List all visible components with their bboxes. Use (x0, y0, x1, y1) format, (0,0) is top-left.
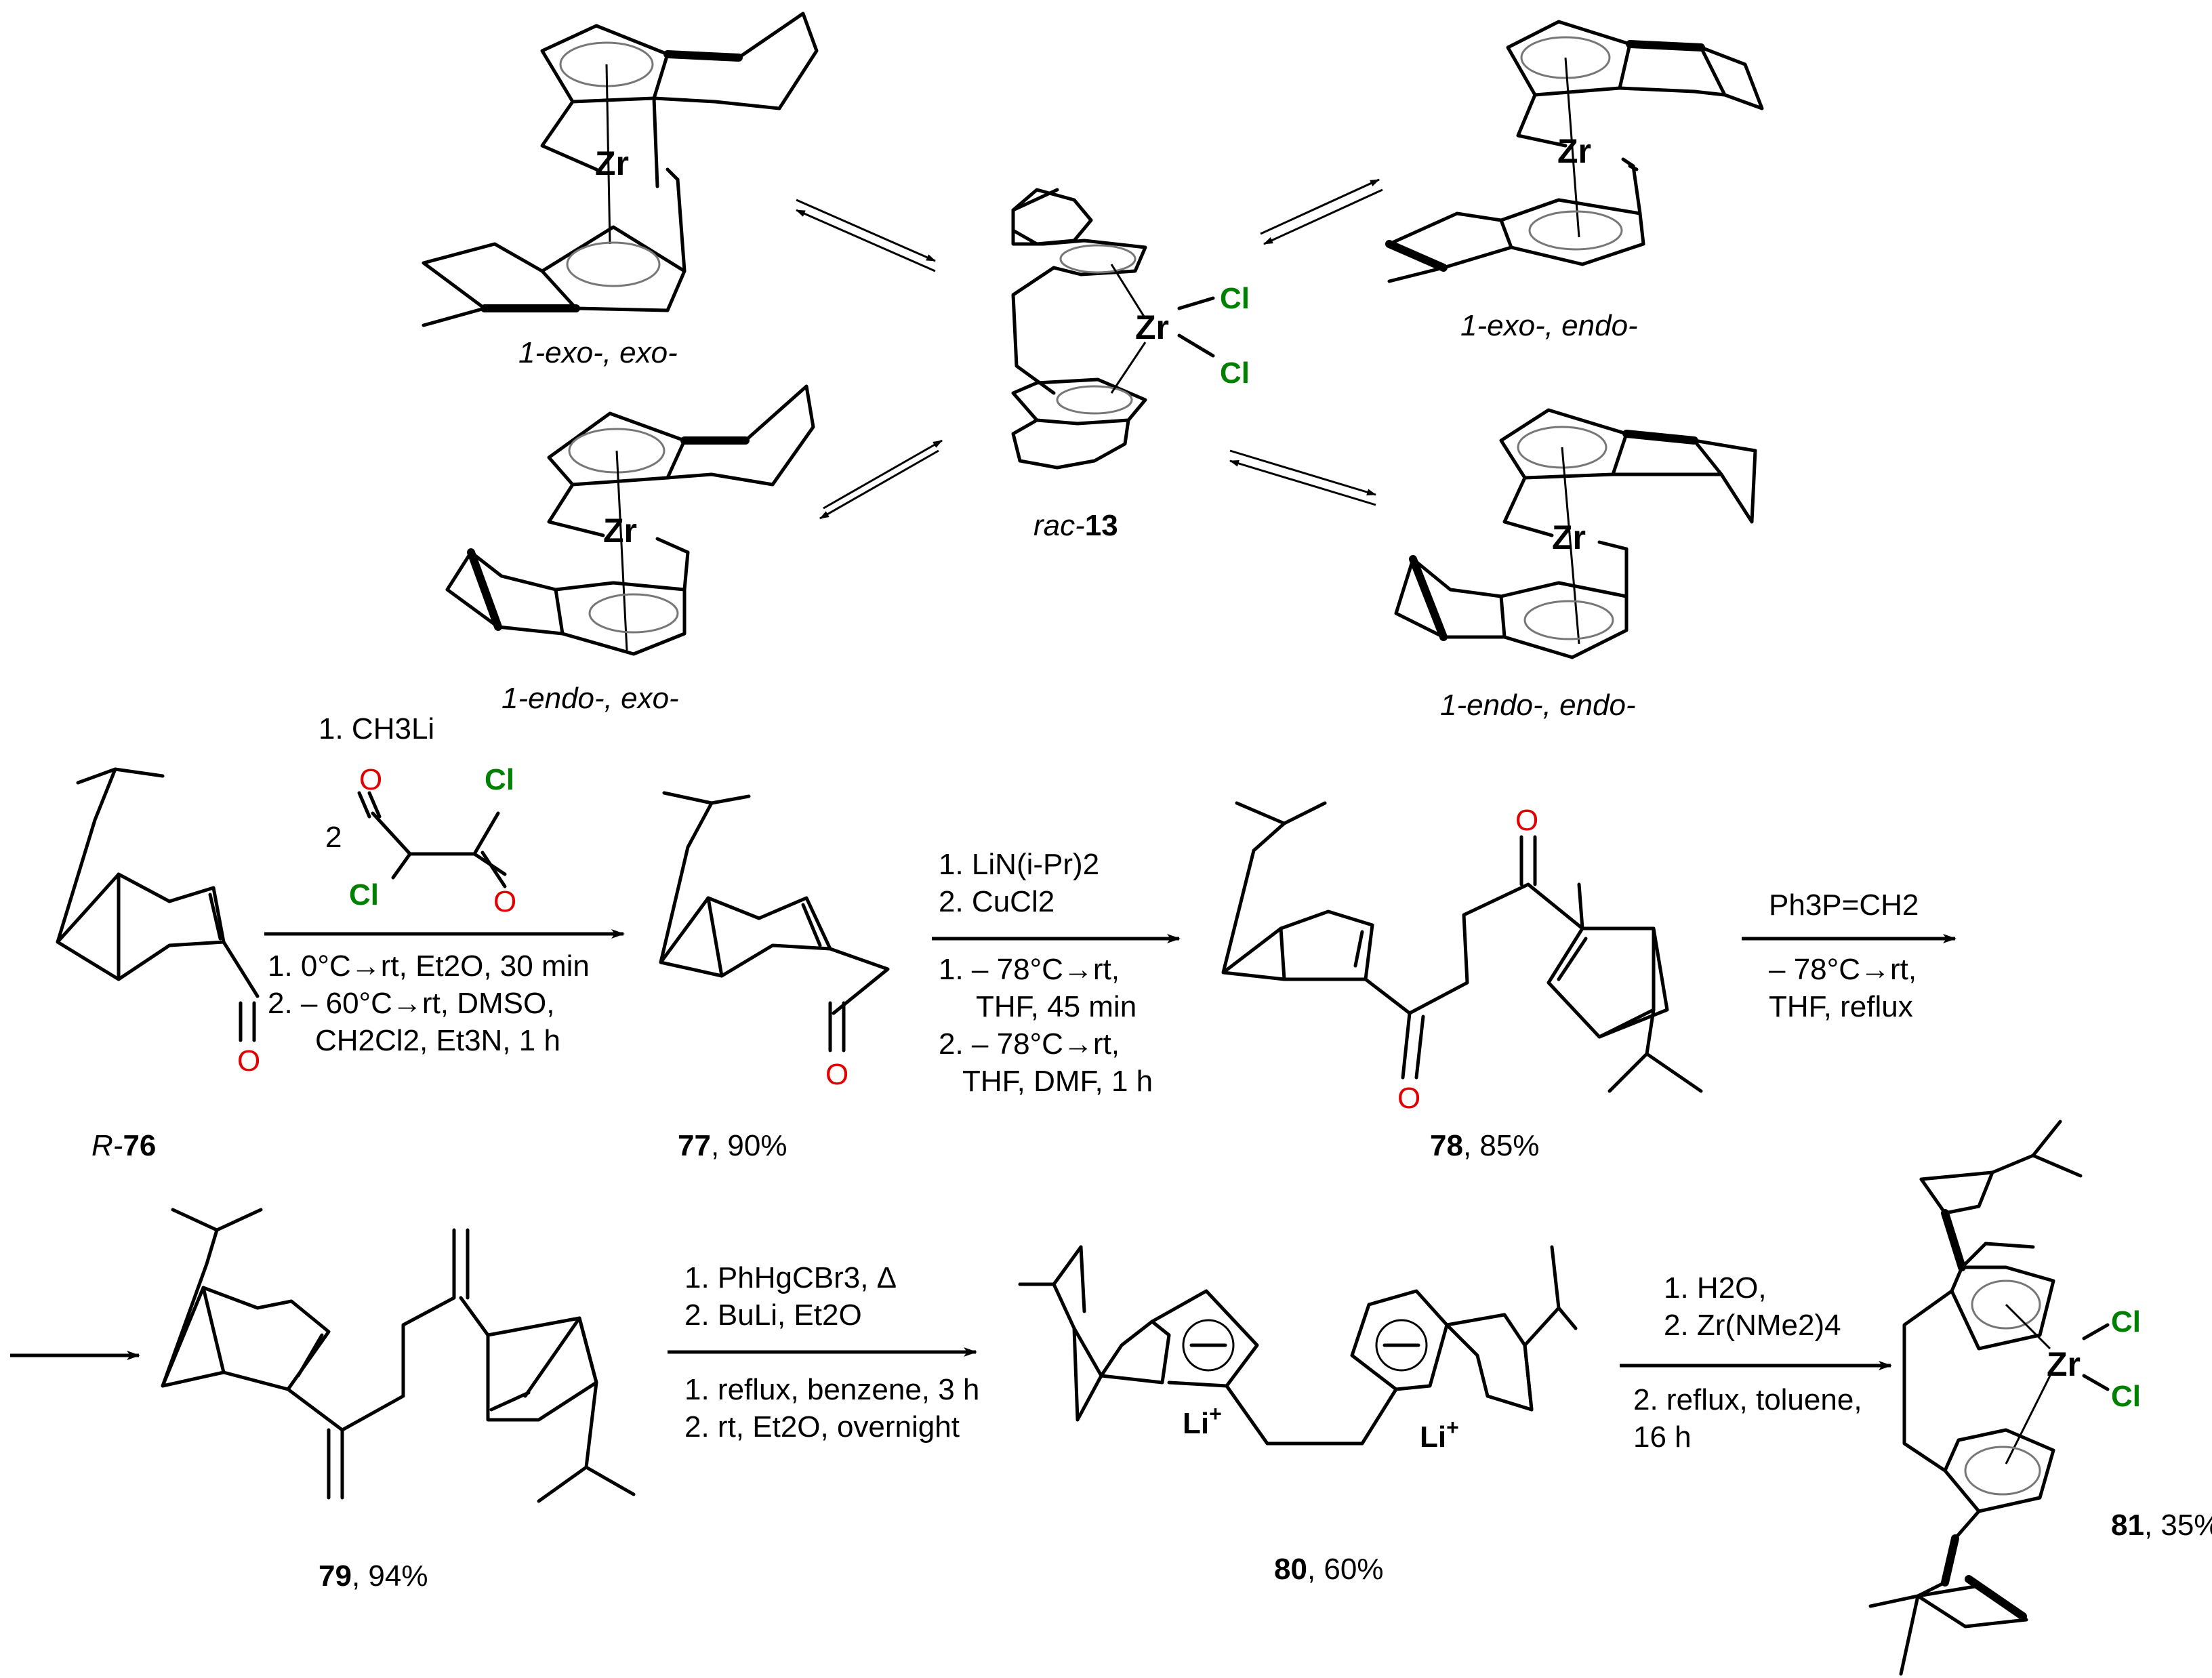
oxygen-atom: O (237, 1044, 260, 1078)
label-exo-exo: 1-exo-, exo- (518, 336, 678, 369)
step2-condition-4: THF, DMF, 1 h (962, 1065, 1153, 1098)
compound-81: Zr Cl Cl 81, 35% (1868, 1120, 2212, 1676)
step2-reagent-2: 2. CuCl2 (939, 885, 1054, 918)
compound-80: Li+ Li+ 80, 60% (1018, 1245, 1578, 1586)
cl-atom: Cl (2111, 1380, 2141, 1413)
step1-condition-3: CH2Cl2, Et3N, 1 h (315, 1024, 560, 1057)
conformer-exo-endo: Zr 1-exo-, endo- (1385, 20, 1764, 342)
oxygen-atom: O (1397, 1082, 1420, 1115)
step2-reagent-1: 1. LiN(i-Pr)2 (939, 848, 1099, 881)
step2-condition-2: THF, 45 min (976, 990, 1136, 1023)
cl-atom: Cl (485, 763, 514, 796)
step1-condition-1: 1. 0°C→rt, Et2O, 30 min (268, 949, 590, 983)
step1-condition-2: 2. – 60°C→rt, DMSO, (268, 987, 554, 1020)
step4-condition-1: 1. reflux, benzene, 3 h (684, 1373, 979, 1406)
label-exo-endo: 1-exo-, endo- (1460, 309, 1638, 342)
label-endo-exo: 1-endo-, exo- (501, 682, 679, 715)
step-4: 1. PhHgCBr3, Δ 2. BuLi, Et2O 1. reflux, … (668, 1261, 979, 1444)
label-77: 77, 90% (678, 1129, 787, 1162)
zr-atom: Zr (1552, 518, 1586, 556)
step5-reagent-2: 2. Zr(NMe2)4 (1664, 1309, 1841, 1342)
compound-78: O O 78, 85% (1221, 801, 1703, 1162)
step5-reagent-1: 1. H2O, (1664, 1271, 1767, 1305)
label-r-76: R-76 (91, 1129, 156, 1162)
cl-atom: Cl (1220, 356, 1250, 390)
step1-reagent-2-number: 2 (325, 821, 342, 854)
li-cation: Li+ (1183, 1401, 1222, 1440)
step2-condition-3: 2. – 78°C→rt, (939, 1027, 1120, 1061)
step-3: Ph3P=CH2 – 78°C→rt, THF, reflux (1742, 888, 1957, 1023)
label-80: 80, 60% (1274, 1553, 1383, 1586)
step2-condition-1: 1. – 78°C→rt, (939, 953, 1120, 986)
step4-reagent-1: 1. PhHgCBr3, Δ (684, 1261, 897, 1294)
step-5: 1. H2O, 2. Zr(NMe2)4 2. reflux, toluene,… (1620, 1271, 1892, 1454)
label-81: 81, 35% (2111, 1509, 2212, 1542)
oxygen-atom: O (825, 1058, 848, 1091)
label-78: 78, 85% (1430, 1129, 1539, 1162)
conformer-exo-exo: Zr 1-exo-, exo- (422, 12, 819, 369)
oxygen-atom: O (493, 885, 516, 918)
conformer-endo-endo: Zr 1-endo-, endo- (1394, 408, 1757, 722)
compound-r-76: O R-76 (56, 767, 260, 1162)
step4-reagent-2: 2. BuLi, Et2O (684, 1298, 862, 1332)
conformer-endo-exo: Zr 1-endo-, exo- (445, 384, 815, 715)
step3-condition-1: – 78°C→rt, (1769, 953, 1917, 986)
step-1: 1. CH3Li 2 1. 0°C→rt, Et2O, 30 min 2. – … (264, 712, 625, 1057)
cl-atom: Cl (349, 878, 379, 912)
cl-atom: Cl (2111, 1305, 2141, 1338)
zr-atom: Zr (2047, 1345, 2081, 1383)
compound-79: 79, 94% (161, 1208, 636, 1593)
cl-atom: Cl (1220, 282, 1250, 315)
zr-atom: Zr (603, 512, 637, 550)
step5-condition-2: 16 h (1633, 1420, 1692, 1454)
step3-reagent: Ph3P=CH2 (1769, 888, 1919, 922)
step5-condition-1: 2. reflux, toluene, (1633, 1383, 1862, 1416)
label-79: 79, 94% (319, 1559, 428, 1593)
zr-atom: Zr (595, 144, 629, 182)
oxalyl-chloride: O Cl Cl O (349, 763, 516, 918)
zr-atom: Zr (1135, 308, 1169, 346)
zr-atom: Zr (1557, 132, 1591, 170)
compound-77: O 77, 90% (659, 791, 890, 1162)
oxygen-atom: O (1515, 804, 1538, 837)
oxygen-atom: O (359, 763, 382, 796)
label-endo-endo: 1-endo-, endo- (1440, 689, 1636, 722)
label-rac-13: rac-13 (1033, 509, 1118, 542)
step-2: 1. LiN(i-Pr)2 2. CuCl2 1. – 78°C→rt, THF… (932, 848, 1181, 1098)
step4-condition-2: 2. rt, Et2O, overnight (684, 1410, 960, 1444)
li-cation: Li+ (1420, 1415, 1459, 1454)
step3-condition-2: THF, reflux (1769, 990, 1913, 1023)
rac-13-structure: Zr Cl Cl rac-13 (1011, 188, 1250, 542)
equilibrium-arrows (796, 178, 1383, 520)
step1-reagent-1: 1. CH3Li (319, 712, 434, 745)
